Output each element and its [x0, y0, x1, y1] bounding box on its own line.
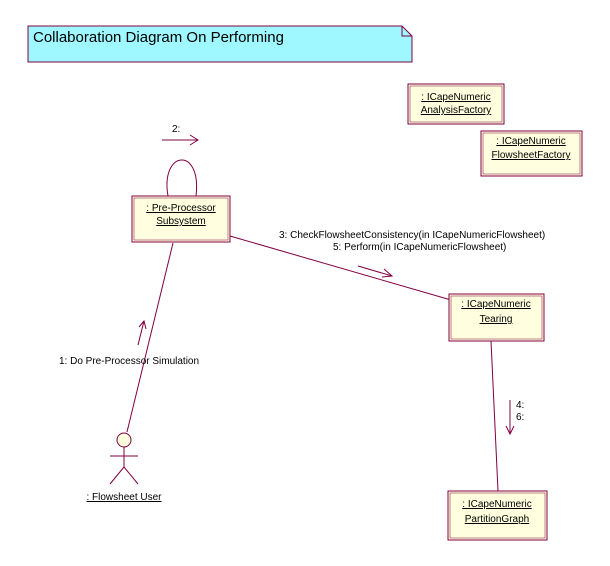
actor-head — [116, 432, 132, 448]
analysis-factory-line1: : ICapeNumeric — [421, 92, 490, 103]
object-preprocessor[interactable]: : Pre-Processor Subsystem — [131, 195, 231, 243]
links — [126, 159, 499, 492]
link-user-preprocessor — [126, 242, 174, 433]
message-arrows — [137, 134, 515, 436]
tearing-line1: : ICapeNumeric — [461, 299, 530, 310]
arrowhead-m3 — [381, 268, 394, 278]
message-m6: 6: — [516, 412, 524, 423]
diagram-title: Collaboration Diagram On Performing — [33, 29, 284, 46]
object-analysis-factory[interactable]: : ICapeNumeric AnalysisFactory — [407, 83, 505, 125]
actor-label: : Flowsheet User — [86, 492, 162, 503]
tearing-line2: Tearing — [480, 314, 513, 325]
object-tearing[interactable]: : ICapeNumeric Tearing — [448, 293, 545, 342]
arrow-m1 — [137, 320, 145, 346]
partition-graph-line1: : ICapeNumeric — [462, 499, 531, 510]
arrowhead-m4 — [505, 425, 515, 436]
flowsheet-factory-line1: : ICapeNumeric — [496, 136, 565, 147]
partition-graph-line2: PartitionGraph — [465, 514, 529, 525]
object-partition-graph[interactable]: : ICapeNumeric PartitionGraph — [447, 490, 548, 541]
title-note: Collaboration Diagram On Performing — [27, 25, 413, 63]
analysis-factory-line2: AnalysisFactory — [421, 105, 492, 116]
link-preprocessor-tearing — [229, 235, 452, 301]
flowsheet-factory-line2: FlowsheetFactory — [492, 150, 571, 161]
message-m2: 2: — [172, 124, 180, 135]
message-m1: 1: Do Pre-Processor Simulation — [59, 356, 199, 367]
note-shape — [27, 25, 413, 63]
link-tearing-partitiongraph — [490, 340, 499, 492]
arrow-m3 — [357, 265, 393, 277]
object-flowsheet-factory[interactable]: : ICapeNumeric FlowsheetFactory — [480, 130, 583, 177]
message-m5: 5: Perform(in ICapeNumericFlowsheet) — [333, 242, 506, 253]
preprocessor-line2: Subsystem — [156, 216, 205, 227]
actor-right-leg — [123, 466, 139, 485]
message-m4: 4: — [516, 400, 524, 411]
arrowhead-m2 — [189, 134, 199, 146]
arrowhead-m1 — [138, 319, 147, 330]
actor-flowsheet-user[interactable] — [109, 432, 139, 485]
self-link — [166, 159, 198, 197]
actor-left-leg — [109, 466, 125, 485]
message-m3: 3: CheckFlowsheetConsistency(in ICapeNum… — [279, 230, 545, 241]
preprocessor-line1: : Pre-Processor — [146, 203, 216, 214]
note-fold — [401, 26, 412, 37]
